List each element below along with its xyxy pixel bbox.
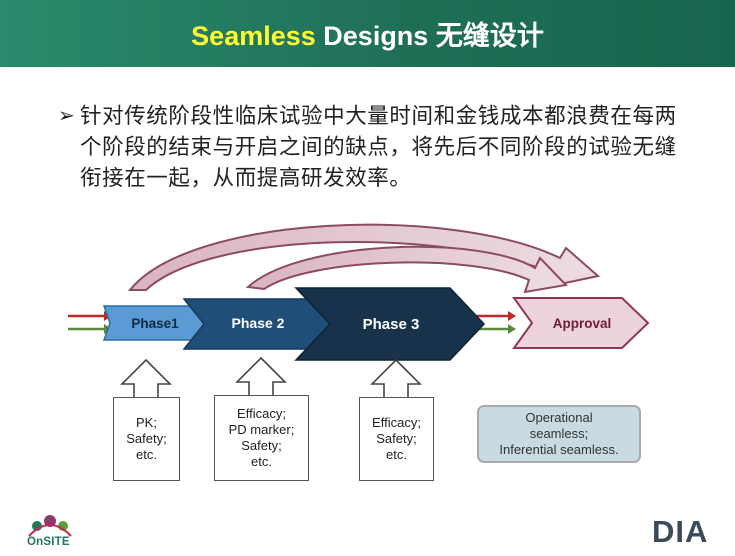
phase2-endpoints-box: Efficacy; PD marker; Safety; etc. (214, 395, 309, 481)
title-bar: Seamless Designs 无缝设计 (0, 0, 735, 67)
red-output-arrowhead (508, 311, 516, 321)
up-arrow-2 (235, 356, 287, 397)
phase2-label: Phase 2 (232, 315, 285, 331)
approval-chevron (512, 297, 650, 349)
title-rest: Designs 无缝设计 (315, 21, 544, 51)
approval-label: Approval (553, 316, 612, 331)
curved-arrow-long (127, 223, 601, 291)
onsite-logo-text: OnSITE (27, 536, 70, 548)
arrow-bullet-icon: ➢ (58, 105, 75, 127)
up-arrow-3 (370, 358, 422, 399)
green-output-arrowhead (508, 324, 516, 334)
dia-logo: DIA (652, 514, 709, 549)
curved-arrow-short (245, 245, 569, 294)
onsite-logo-site: SITE (43, 536, 70, 548)
bullet-text: 针对传统阶段性临床试验中大量时间和金钱成本都浪费在每两个阶段的结束与开启之间的缺… (80, 104, 677, 191)
phase3-chevron (294, 287, 486, 361)
bullet-point: ➢ 针对传统阶段性临床试验中大量时间和金钱成本都浪费在每两个阶段的结束与开启之间… (58, 101, 698, 194)
operational-note-box: Operational seamless; Inferential seamle… (477, 405, 641, 463)
title-highlight: Seamless (191, 21, 316, 51)
phase1-endpoints-box: PK; Safety; etc. (113, 397, 180, 481)
onsite-logo-icon (28, 515, 72, 537)
phase3-label: Phase 3 (363, 316, 420, 333)
up-arrow-1 (120, 358, 172, 399)
onsite-logo-on: On (27, 536, 44, 548)
slide-title: Seamless Designs 无缝设计 (191, 14, 544, 53)
phase1-label: Phase1 (131, 316, 179, 331)
phase3-endpoints-box: Efficacy; Safety; etc. (359, 397, 434, 481)
